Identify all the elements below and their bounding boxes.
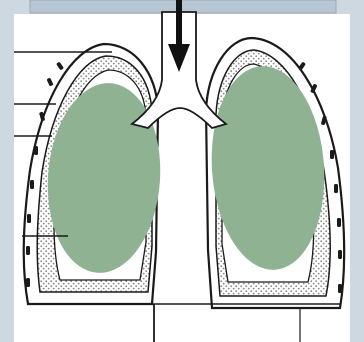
top-panel	[30, 0, 336, 13]
